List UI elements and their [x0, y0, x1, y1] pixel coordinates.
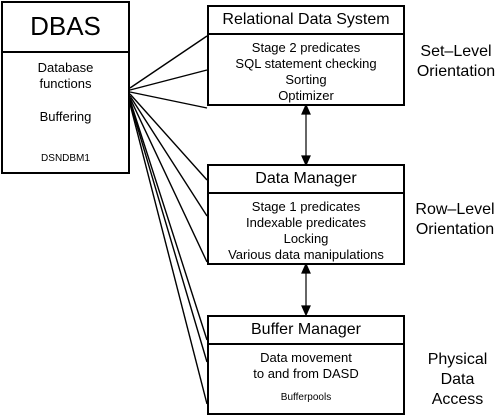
bm-orientation-line-3: Access	[431, 391, 484, 408]
bm-orientation-label: Physical Data Access	[415, 350, 500, 410]
bm-orientation-line-2: Data	[440, 371, 475, 388]
rds-item: Sorting	[285, 72, 327, 87]
dm-header: Data Manager	[209, 166, 403, 194]
dm-item: Stage 1 predicates	[251, 199, 361, 214]
rds-item: Optimizer	[278, 88, 334, 103]
dbas-module: DSNDBM1	[41, 153, 90, 164]
rds-item: SQL statement checking	[235, 56, 377, 71]
rds-orientation-label: Set–Level Orientation	[412, 42, 500, 82]
fan-line	[129, 99, 208, 341]
bm-item: Data movement	[260, 350, 352, 365]
fan-line	[129, 35, 208, 89]
fan-line	[129, 103, 208, 405]
dm-orientation-line-1: Row–Level	[415, 201, 495, 218]
data-manager-box: Data Manager Stage 1 predicates Indexabl…	[207, 164, 405, 265]
bm-orientation-line-1: Physical	[427, 351, 488, 368]
dbas-functions-line-1: Database	[37, 60, 94, 75]
buffer-manager-box: Buffer Manager Data movement to and from…	[207, 315, 405, 415]
fan-line	[129, 101, 208, 363]
bm-footer: Bufferpools	[280, 392, 332, 403]
dbas-buffering: Buffering	[39, 109, 92, 124]
fan-line	[129, 69, 208, 91]
dm-item: Locking	[283, 231, 329, 246]
fan-line	[129, 91, 208, 109]
relational-data-system-box: Relational Data System Stage 2 predicate…	[207, 5, 405, 106]
dm-orientation-label: Row–Level Orientation	[410, 200, 500, 240]
dbas-box: DBAS Database functions Buffering DSNDBM…	[1, 1, 130, 174]
dm-item: Indexable predicates	[246, 215, 366, 230]
dbas-header: DBAS	[3, 3, 128, 53]
rds-header: Relational Data System	[209, 7, 403, 35]
dbas-functions-line-2: functions	[39, 76, 92, 91]
dbas-title: DBAS	[30, 11, 101, 41]
dm-title: Data Manager	[255, 170, 357, 187]
rds-item: Stage 2 predicates	[251, 40, 361, 55]
fan-line	[129, 93, 208, 181]
fan-line	[129, 97, 208, 263]
rds-orientation-line-2: Orientation	[416, 63, 496, 80]
fan-line	[129, 95, 208, 217]
rds-orientation-line-1: Set–Level	[420, 43, 492, 60]
bm-item: to and from DASD	[253, 366, 359, 381]
dm-orientation-line-2: Orientation	[415, 221, 495, 238]
bm-header: Buffer Manager	[209, 317, 403, 345]
bm-title: Buffer Manager	[251, 321, 361, 338]
rds-title: Relational Data System	[222, 11, 390, 28]
dm-item: Various data manipulations	[228, 247, 384, 262]
